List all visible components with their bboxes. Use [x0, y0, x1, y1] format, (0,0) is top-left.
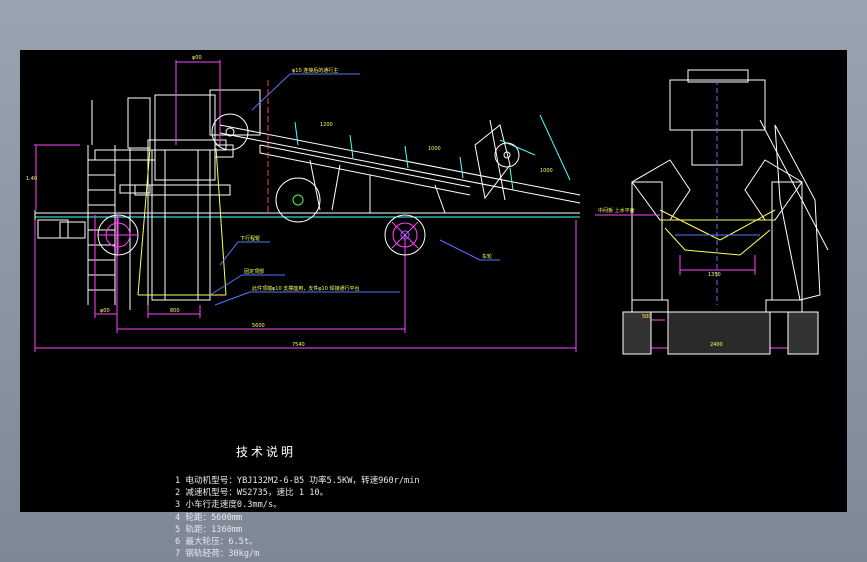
tech-notes: 1 电动机型号：YBJ132M2-6-B5 功率5.5KW，转速960r/min…: [175, 475, 420, 560]
note-line: 5 轨距：1360mm: [175, 524, 243, 535]
wheel-left: [97, 214, 139, 256]
left-frame: [94, 97, 156, 310]
dim-5600: 5600: [252, 323, 265, 329]
note-line: 6 最大轮压：6.5t。: [175, 537, 258, 548]
dim-500: 500: [642, 314, 652, 320]
wheel-right: [384, 214, 426, 256]
tech-notes-title: 技术说明: [236, 445, 297, 459]
callout-top: φ10 连接后的通行主: [292, 67, 338, 74]
note-line: 1 电动机型号：YBJ132M2-6-B5 功率5.5KW，转速960r/min: [175, 476, 420, 486]
dim-800: 800: [170, 308, 180, 314]
dim-1000a: 1000: [428, 146, 441, 152]
head-drum: [211, 113, 249, 151]
dim-400: φ00: [100, 308, 110, 314]
callout-lower1: 下行程辊: [240, 235, 260, 242]
note-line: 2 减速机型号：WS2735，速比 1 10。: [175, 488, 329, 499]
dim-top: φ00: [192, 55, 202, 61]
callout-wheel: 车轮: [482, 253, 492, 260]
dim-1350: 1350: [708, 272, 721, 278]
dim-total: 7540: [292, 342, 305, 348]
callout-lower3: 此件顶端φ10 支撑座用，支件φ10 焊接通行平台: [252, 285, 360, 292]
note-line: 3 小车行走速度0.3mm/s。: [175, 500, 282, 511]
central-column: [134, 89, 261, 301]
foundations: [622, 311, 819, 355]
note-line: 7 钢轨轻荷：30kg/m: [175, 549, 260, 560]
dim-2400: 2400: [710, 342, 723, 348]
callout-lower2: 固定顶部: [244, 268, 264, 275]
note-line: 4 轮距：5600mm: [175, 512, 243, 523]
dim-1200: 1200: [320, 122, 333, 128]
dim-height: 1.40: [26, 176, 37, 182]
ladder: [87, 100, 116, 305]
lower-pulley: [275, 177, 321, 223]
dim-1000b: 1000: [540, 168, 553, 174]
callout-right: 中间板 上水平面: [598, 207, 635, 214]
cad-drawing: φ00 φ10 连接后的通行主 1200 1000 1000 1.40 φ00 …: [26, 55, 829, 355]
end-view: [631, 69, 829, 313]
inclined-conveyor: [219, 119, 581, 204]
drawing-sheet: φ00 φ10 连接后的通行主 1200 1000 1000 1.40 φ00 …: [20, 50, 847, 559]
